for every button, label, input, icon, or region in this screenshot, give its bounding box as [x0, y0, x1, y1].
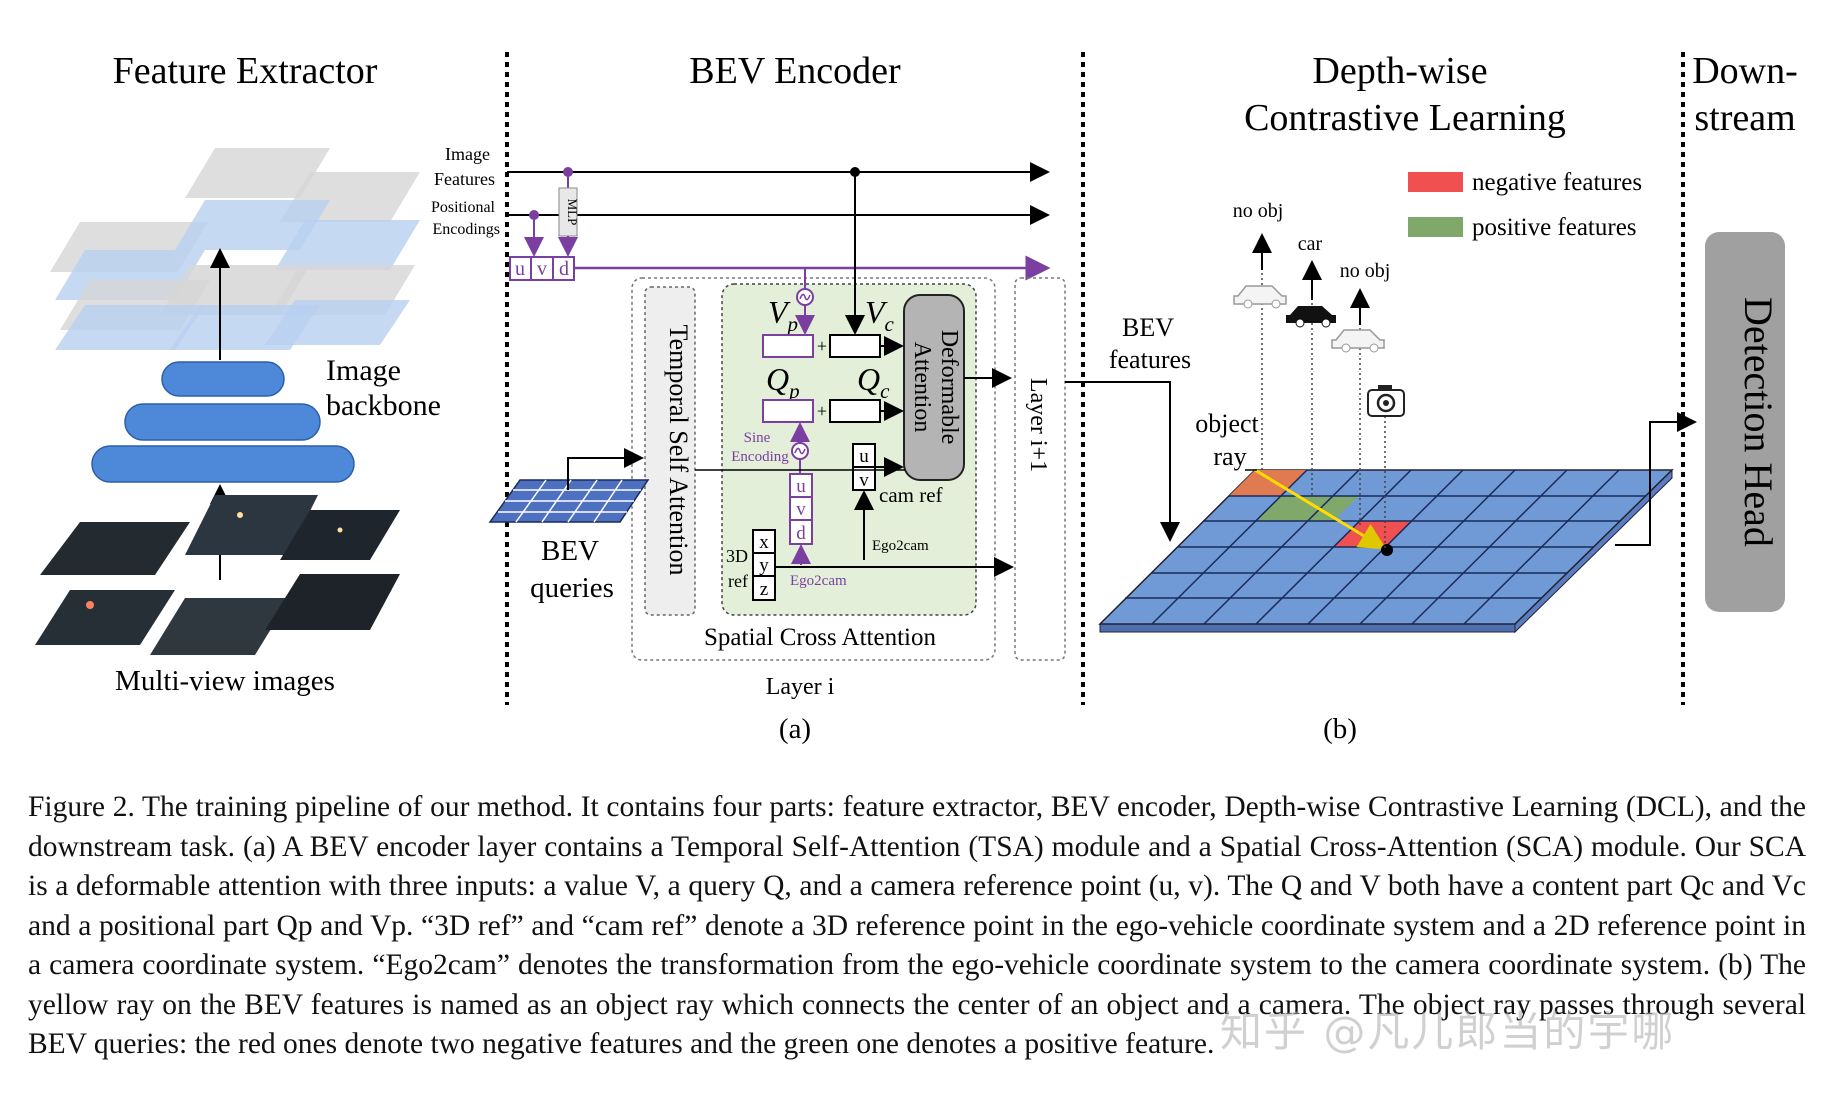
- legend-positive-label: positive features: [1472, 214, 1637, 241]
- spatial-label: Spatial Cross Attention: [704, 624, 936, 651]
- uvd-box: u v d: [509, 256, 575, 281]
- temporal-label: Temporal Self Attention: [664, 325, 693, 576]
- ref3d-label-2: ref: [728, 571, 748, 591]
- ego2cam-label-2: Ego2cam: [790, 573, 847, 589]
- image-features-label-2: Features: [434, 169, 495, 189]
- uvd-vertical-d: d: [796, 523, 806, 544]
- deformable-label-2: Attention: [909, 342, 935, 433]
- layer-i-box: [631, 277, 996, 661]
- qc-box: [829, 399, 881, 423]
- uvd-vertical-box: u v d: [789, 473, 813, 545]
- title-dcl-line1: Depth-wise: [1312, 50, 1487, 92]
- sine-encoder-bottom: [790, 422, 810, 473]
- sine-label-2: Encoding: [731, 449, 789, 465]
- label-a: (a): [779, 713, 811, 745]
- car-icon-ghost-2: [1331, 329, 1385, 353]
- xyz-y: y: [759, 555, 769, 576]
- backbone-label-line1: Image: [326, 354, 401, 387]
- qp-label: Qp: [766, 361, 800, 403]
- xyz-z: z: [760, 579, 768, 600]
- object-ray-label-2: ray: [1213, 442, 1246, 471]
- title-down-line2: stream: [1694, 97, 1795, 139]
- image-features-label-1: Image: [445, 144, 490, 164]
- vc-box: [829, 334, 881, 358]
- title-bev-encoder: BEV Encoder: [689, 50, 901, 92]
- bev-features-label-1: BEV: [1122, 313, 1174, 342]
- watermark: 知乎 @凡儿郎当的宇哪: [1220, 1007, 1676, 1056]
- uvd-vertical-v: v: [796, 499, 806, 520]
- title-dcl-line2: Contrastive Learning: [1244, 97, 1566, 139]
- mlp-label: MLP: [565, 199, 580, 226]
- legend-negative-swatch: [1408, 172, 1463, 192]
- car-icon-ghost-1: [1233, 285, 1287, 309]
- deformable-attention-box: [903, 294, 965, 481]
- layer-i1-box: [1014, 277, 1066, 661]
- label-b: (b): [1323, 713, 1357, 745]
- camera-icon: [1367, 385, 1405, 417]
- no-obj-label-2: no obj: [1340, 260, 1391, 282]
- cam-ref-u: u: [859, 446, 869, 467]
- car-icon: [1286, 306, 1336, 328]
- backbone-label-line2: backbone: [326, 389, 441, 422]
- multiview-label: Multi-view images: [115, 665, 335, 697]
- layer-i-label: Layer i: [766, 674, 835, 700]
- figure-2-diagram: Feature Extractor BEV Encoder Depth-wise…: [35, 50, 1798, 745]
- cam-ref-label: cam ref: [879, 483, 943, 507]
- sine-encoder-top: [795, 268, 815, 335]
- section-dividers: [505, 52, 1685, 705]
- plus-q: +: [817, 401, 827, 421]
- object-ray-label-1: object: [1195, 409, 1259, 438]
- projection-lines: [1261, 235, 1386, 548]
- bev-queries-grid: [488, 479, 650, 523]
- cam-ref-box: u v: [852, 443, 876, 491]
- layer-i1-label: Layer i+1: [1025, 378, 1051, 472]
- qp-box: [762, 399, 814, 423]
- deformable-label-1: Deformable: [936, 330, 962, 445]
- positional-label-2: Encodings: [432, 221, 500, 238]
- temporal-self-attention-box: [644, 286, 696, 616]
- legend-positive-swatch: [1408, 217, 1463, 237]
- xyz-x: x: [759, 532, 769, 553]
- cam-ref-v: v: [859, 470, 869, 491]
- image-backbone: [91, 361, 355, 483]
- bev-queries-label-1: BEV: [541, 535, 599, 567]
- uvd-d: d: [559, 258, 569, 280]
- sine-label-1: Sine: [744, 430, 771, 446]
- xyz-box: x y z: [752, 529, 776, 601]
- detection-head-box: [1705, 232, 1785, 612]
- positional-label-1: Positional: [431, 199, 496, 216]
- plus-v: +: [817, 336, 827, 356]
- bev-features-label-2: features: [1109, 345, 1191, 374]
- bev-queries-label-2: queries: [530, 572, 614, 604]
- figure-caption: Figure 2. The training pipeline of our m…: [28, 788, 1806, 1065]
- ref3d-label-1: 3D: [726, 546, 748, 566]
- legend: negative features positive features: [1408, 169, 1642, 241]
- title-down-line1: Down-: [1692, 50, 1798, 92]
- uvd-u: u: [515, 258, 525, 280]
- ego2cam-label-1: Ego2cam: [872, 538, 929, 554]
- feature-map-stack: [50, 148, 420, 350]
- object-ray: [1254, 468, 1387, 550]
- uvd-v: v: [537, 258, 547, 280]
- title-feature-extractor: Feature Extractor: [113, 50, 378, 92]
- uvd-vertical-u: u: [796, 476, 806, 497]
- mlp-block: MLP: [524, 167, 580, 257]
- legend-negative-label: negative features: [1472, 169, 1642, 196]
- vp-box: [762, 334, 814, 358]
- detection-head-label: Detection Head: [1736, 297, 1781, 547]
- car-label: car: [1298, 233, 1323, 255]
- caption-text: Figure 2. The training pipeline of our m…: [28, 791, 1806, 1060]
- multi-view-images: [35, 495, 400, 655]
- no-obj-label-1: no obj: [1233, 200, 1284, 222]
